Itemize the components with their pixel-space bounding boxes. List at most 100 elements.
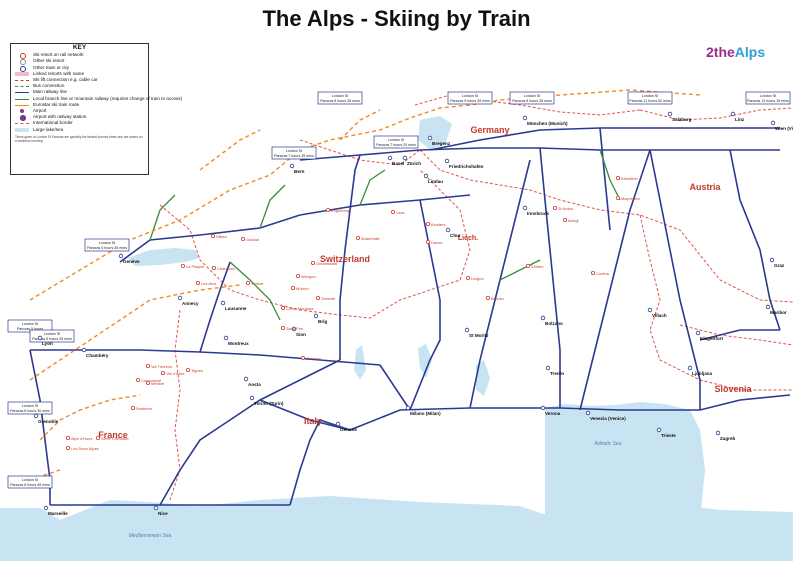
key-label: Ski resort on rail network <box>33 52 84 58</box>
resort-label: Davos <box>431 240 442 245</box>
resort-marker <box>355 235 360 240</box>
city-label: Maribor <box>770 310 787 315</box>
rail-line <box>30 349 381 366</box>
time-box-frame <box>627 91 673 105</box>
resort-marker <box>145 380 150 385</box>
resort-label: Zermatt <box>321 296 336 301</box>
city-label: Torino (Turin) <box>254 401 284 406</box>
rail-line <box>119 194 471 263</box>
time-box-line: London St <box>22 404 38 408</box>
page-title: The Alps - Skiing by Train <box>262 6 531 31</box>
resort-marker <box>66 445 71 450</box>
city-marker <box>387 155 393 161</box>
city-marker <box>444 158 450 164</box>
city-marker <box>769 257 775 263</box>
time-box-frame <box>84 238 130 252</box>
time-box-line: London St <box>462 94 478 98</box>
resort-label: Val d'Isère <box>166 371 185 376</box>
city-marker <box>118 253 124 259</box>
city-marker <box>43 505 49 511</box>
eurostar-line <box>39 394 141 441</box>
country-label: Italy <box>304 416 322 426</box>
resort-label: Mayrhofen <box>621 196 640 201</box>
resort-label: Bormio <box>491 296 504 301</box>
city-label: Chur <box>450 233 461 238</box>
resort-label: Chamonix <box>217 266 235 271</box>
local-rail-line <box>499 259 541 281</box>
resort-label: Andermatt <box>361 236 380 241</box>
resort-label: Courchevel <box>141 378 161 383</box>
city-label: Bolzano <box>545 321 563 326</box>
border-line <box>639 214 793 391</box>
city-label: Lyon <box>42 341 53 346</box>
sea-label: Adriatic Sea <box>594 441 622 447</box>
key-symbol <box>15 123 29 125</box>
resort-label: Grindelwald <box>316 261 337 266</box>
resort-label: Cervinia <box>306 356 321 361</box>
resort-label: Wengen <box>301 274 316 279</box>
city-marker <box>33 413 39 419</box>
resort-marker <box>310 260 315 265</box>
resort-marker <box>185 367 190 372</box>
local-rail-line <box>229 261 281 321</box>
eurostar-line <box>29 469 61 481</box>
time-box-line: Pancras 6 hours 35 mins <box>32 337 72 341</box>
lake-maggiore <box>354 345 366 380</box>
city-label: Friedrichshafen <box>449 164 484 169</box>
eurostar-line <box>29 284 241 381</box>
city-marker <box>243 376 249 382</box>
key-note: Times given to London St Pancras are typ… <box>15 134 143 143</box>
lake-garda <box>476 360 490 396</box>
resort-label: Les Deux Alpes <box>71 446 99 451</box>
resort-marker <box>425 239 430 244</box>
time-box-line: London St <box>760 94 776 98</box>
city-marker <box>585 410 591 416</box>
resort-label: Tignes <box>191 368 203 373</box>
resort-label: Kitzbühel <box>621 176 638 181</box>
time-box-frame <box>271 146 317 160</box>
time-box-line: London St <box>286 149 302 153</box>
key-symbol <box>15 71 29 76</box>
key-item: Other town or city <box>11 65 148 72</box>
key-symbol <box>15 80 29 82</box>
country-label: Germany <box>470 125 509 135</box>
city-marker <box>220 300 226 306</box>
time-box-line: London St <box>22 478 38 482</box>
city-marker <box>687 365 693 371</box>
key-symbol <box>20 109 24 114</box>
lake-como <box>418 344 432 378</box>
resort-marker <box>280 325 285 330</box>
key-item: Airport <box>11 108 148 114</box>
city-marker <box>402 155 408 161</box>
rail-line <box>339 154 361 360</box>
time-box-line: London St <box>332 94 348 98</box>
key-heading: KEY <box>72 44 87 51</box>
time-box-frame <box>7 475 53 489</box>
city-label: Villach <box>652 313 667 318</box>
city-marker <box>423 173 429 179</box>
time-box-line: Pancras 9 hours 35 mins <box>450 99 490 103</box>
resort-label: Villars <box>216 234 227 239</box>
resort-marker <box>616 175 621 180</box>
lake-constance <box>418 116 452 150</box>
city-marker <box>405 405 411 411</box>
time-box-line: London St <box>99 241 115 245</box>
resort-marker <box>591 270 596 275</box>
city-label: Montreux <box>228 341 249 346</box>
time-box-line: London St <box>44 332 60 336</box>
key-label: Main railway line <box>33 89 67 95</box>
city-label: Bregenz <box>432 141 451 146</box>
city-marker <box>770 120 776 126</box>
city-label: Linz <box>735 117 745 122</box>
key-item: International border <box>11 120 148 126</box>
key-symbol <box>20 53 26 60</box>
resort-label: Engelberg <box>331 208 349 213</box>
city-label: Sion <box>296 332 306 337</box>
